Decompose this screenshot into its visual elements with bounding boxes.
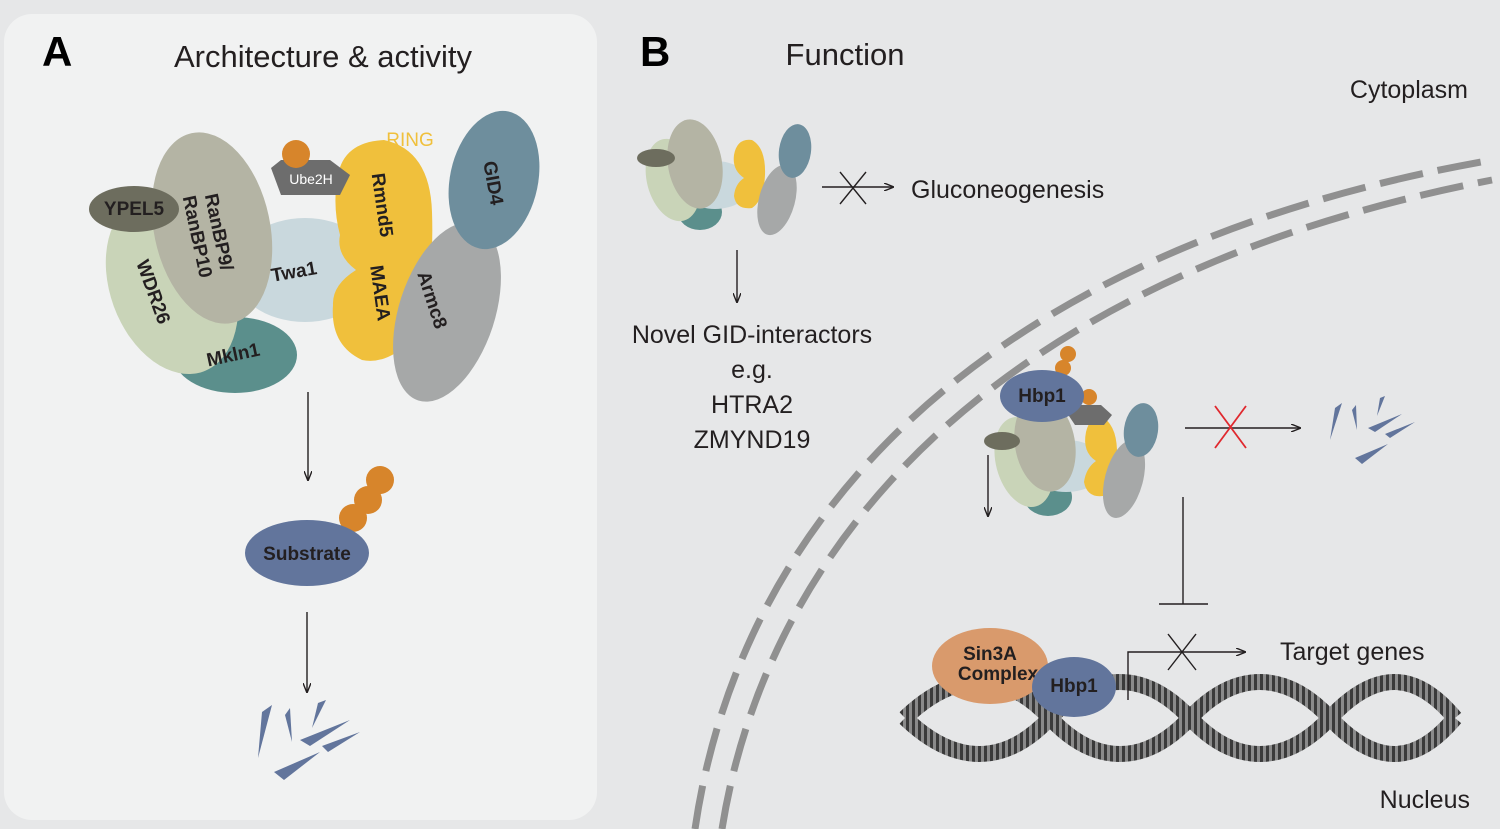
red-block-x-icon (1214, 405, 1247, 449)
transcription-arrow (1127, 652, 1245, 700)
ypel5-subunit (89, 186, 179, 232)
ubiquitin-icon (1055, 360, 1071, 376)
hbp1-dna-shape (1032, 657, 1116, 717)
panel-a-title: Architecture & activity (174, 39, 473, 74)
panel-a-letter: A (42, 28, 72, 75)
hbp1-top-label: Hbp1 (1018, 386, 1066, 407)
armc8-subunit (393, 222, 501, 402)
gid-complex-mini-top (637, 119, 812, 236)
ubiquitin-icon (1060, 346, 1076, 362)
gid-complex: YPEL5 RanBP9/ RanBP10 WDR26 Mkln1 Twa1 U… (89, 110, 540, 402)
nuclear-envelope (691, 156, 1493, 829)
ring-label: RING (386, 130, 434, 151)
ubiquitin-icon (1081, 389, 1097, 405)
degraded-fragments-icon (258, 700, 360, 780)
substrate-shape (245, 520, 369, 586)
block-x-icon (839, 171, 867, 205)
ube2h-label: Ube2H (289, 171, 333, 187)
interactors-list: Novel GID-interactors e.g. HTRA2 ZMYND19 (632, 321, 872, 454)
sin3a-label-line1: Sin3A (963, 644, 1017, 665)
target-genes-label: Target genes (1280, 638, 1425, 666)
ranbp9-subunit (151, 132, 273, 324)
degraded-fragments-icon (1330, 396, 1415, 464)
interactors-line-2: e.g. (731, 356, 773, 384)
interactors-line-1: Novel GID-interactors (632, 321, 872, 349)
gid4-subunit (448, 110, 540, 250)
ube2h-enzyme (271, 160, 350, 195)
substrate: Substrate (245, 466, 394, 586)
sin3a-complex-shape (932, 628, 1048, 704)
cytoplasm-label: Cytoplasm (1350, 76, 1468, 104)
substrate-label: Substrate (263, 544, 351, 565)
ubiquitin-icon (282, 140, 310, 168)
ypel5-label: YPEL5 (104, 199, 165, 220)
nucleus-label: Nucleus (1380, 786, 1470, 814)
panel-b-title: Function (786, 37, 905, 72)
ubiquitin-icon (339, 504, 367, 532)
transcription-block-x-icon (1167, 633, 1197, 671)
sin3a-label-line2: Complex (958, 664, 1039, 685)
gluconeogenesis-label: Gluconeogenesis (911, 176, 1104, 204)
interactors-line-4: ZMYND19 (694, 426, 811, 454)
panel-b-letter: B (640, 28, 670, 75)
interactors-line-3: HTRA2 (711, 391, 793, 419)
hbp1-dna-label: Hbp1 (1050, 676, 1098, 697)
gid-complex-with-hbp1: Hbp1 (984, 346, 1159, 518)
hbp1-top-shape (1000, 370, 1084, 422)
